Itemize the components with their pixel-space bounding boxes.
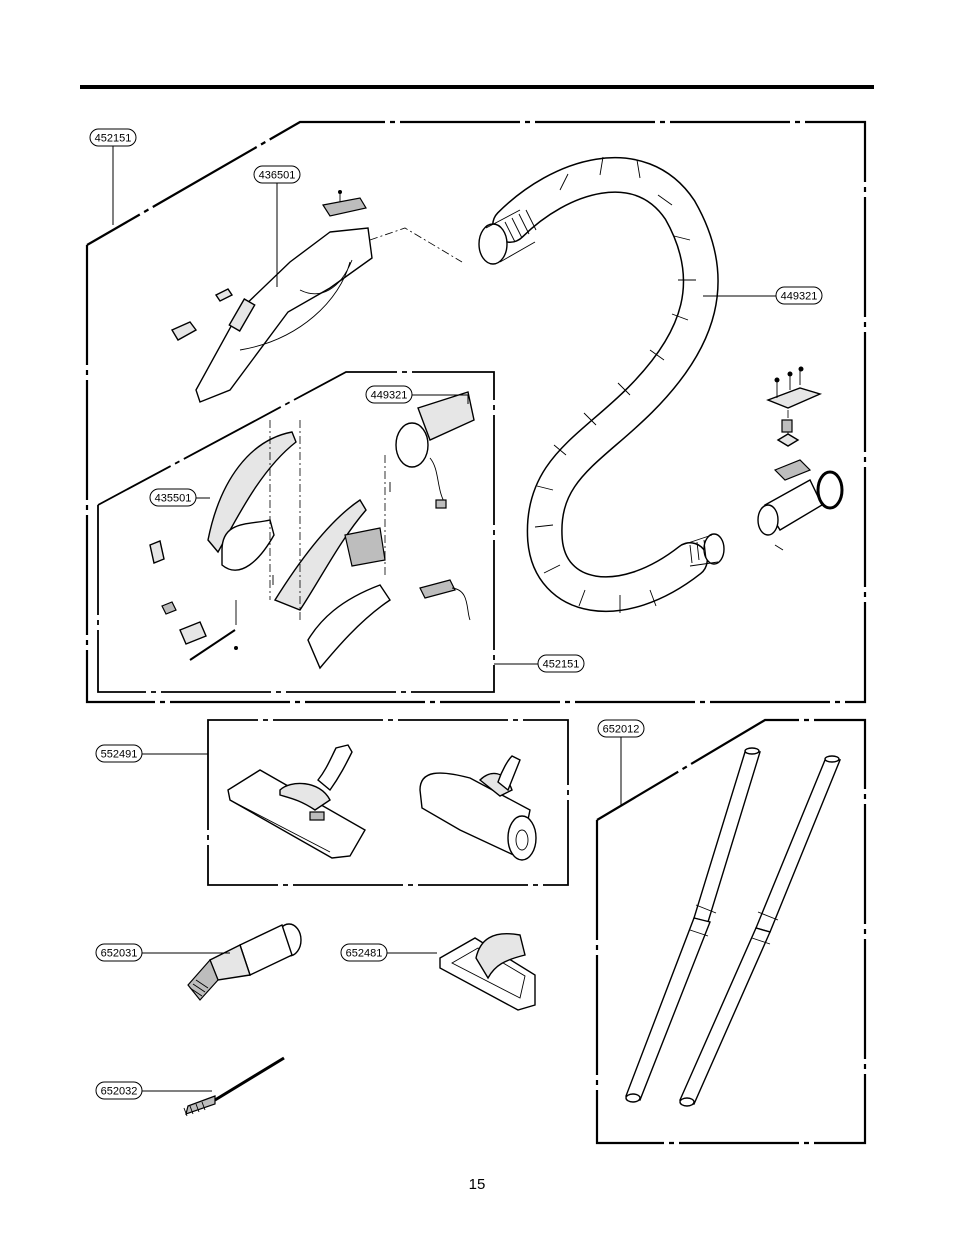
callout-label: 449321 <box>371 390 408 402</box>
callout-652012: 652012 <box>597 719 645 738</box>
floor-nozzle-turbo <box>419 755 537 861</box>
hose-handle <box>170 190 463 403</box>
callout-label: 652481 <box>346 948 383 960</box>
page-number: 15 <box>469 1176 486 1193</box>
hose-assembly-frame <box>85 120 867 704</box>
floor-nozzle-frame <box>207 719 569 886</box>
callout-label: 436501 <box>259 170 296 182</box>
callout-label: 552491 <box>101 749 138 761</box>
callout-label: 449321 <box>781 291 818 303</box>
callout-652032: 652032 <box>95 1081 143 1100</box>
callout-label: 435501 <box>155 493 192 505</box>
callout-leaders <box>112 146 776 1092</box>
hose-connector <box>757 366 844 551</box>
handle-assembly-frame <box>97 371 495 693</box>
callout-452151-top: 452151 <box>89 128 137 147</box>
floor-nozzle-carpet <box>227 744 366 859</box>
callout-label: 452151 <box>95 133 132 145</box>
callout-436501: 436501 <box>253 165 301 184</box>
callout-label: 652031 <box>101 948 138 960</box>
handle-exploded-parts <box>149 391 475 670</box>
crevice-brush-tool <box>187 923 302 1001</box>
callout-652031: 652031 <box>95 943 143 962</box>
callout-652481: 652481 <box>340 943 388 962</box>
header-rule <box>80 85 874 89</box>
callout-435501: 435501 <box>149 488 197 507</box>
callout-label: 652012 <box>603 724 640 736</box>
callout-label: 652032 <box>101 1086 138 1098</box>
extension-pipe-frame <box>595 718 867 1145</box>
extension-pipe-left <box>625 747 761 1103</box>
callout-452151-inner: 452151 <box>537 654 585 673</box>
callout-552491: 552491 <box>95 744 143 763</box>
callout-label: 452151 <box>543 659 580 671</box>
callout-449321-inner: 449321 <box>365 385 413 404</box>
small-brush-tool <box>183 1056 285 1117</box>
flexible-hose <box>478 156 725 613</box>
upholstery-nozzle-tool <box>439 933 536 1011</box>
callout-449321-main: 449321 <box>775 286 823 305</box>
extension-pipe-right <box>679 755 842 1107</box>
